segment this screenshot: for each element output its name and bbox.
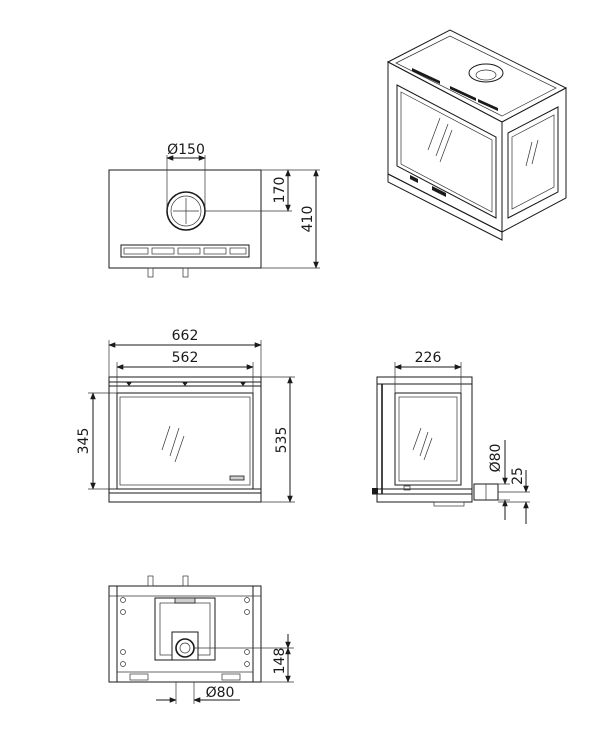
dim-side-inlet-diameter: Ø80	[488, 444, 504, 473]
top-view	[108, 155, 320, 278]
side-view	[372, 362, 530, 524]
dim-top-flue-diameter: Ø150	[167, 142, 205, 158]
dim-rear-inlet-diameter: Ø80	[206, 685, 235, 701]
dim-front-glass-height: 345	[76, 428, 92, 455]
dim-front-total-width: 662	[172, 328, 199, 344]
dim-top-depth: 410	[300, 206, 316, 233]
dim-side-inlet-offset: 25	[510, 467, 526, 485]
dim-front-total-height: 535	[274, 427, 290, 454]
dim-rear-inlet-height: 148	[272, 648, 288, 675]
isometric-view	[386, 29, 568, 241]
rear-view	[108, 575, 294, 704]
front-view	[88, 340, 295, 503]
dim-front-inner-width: 562	[172, 350, 199, 366]
dim-side-depth: 226	[415, 350, 442, 366]
dim-top-flue-offset: 170	[272, 177, 288, 204]
